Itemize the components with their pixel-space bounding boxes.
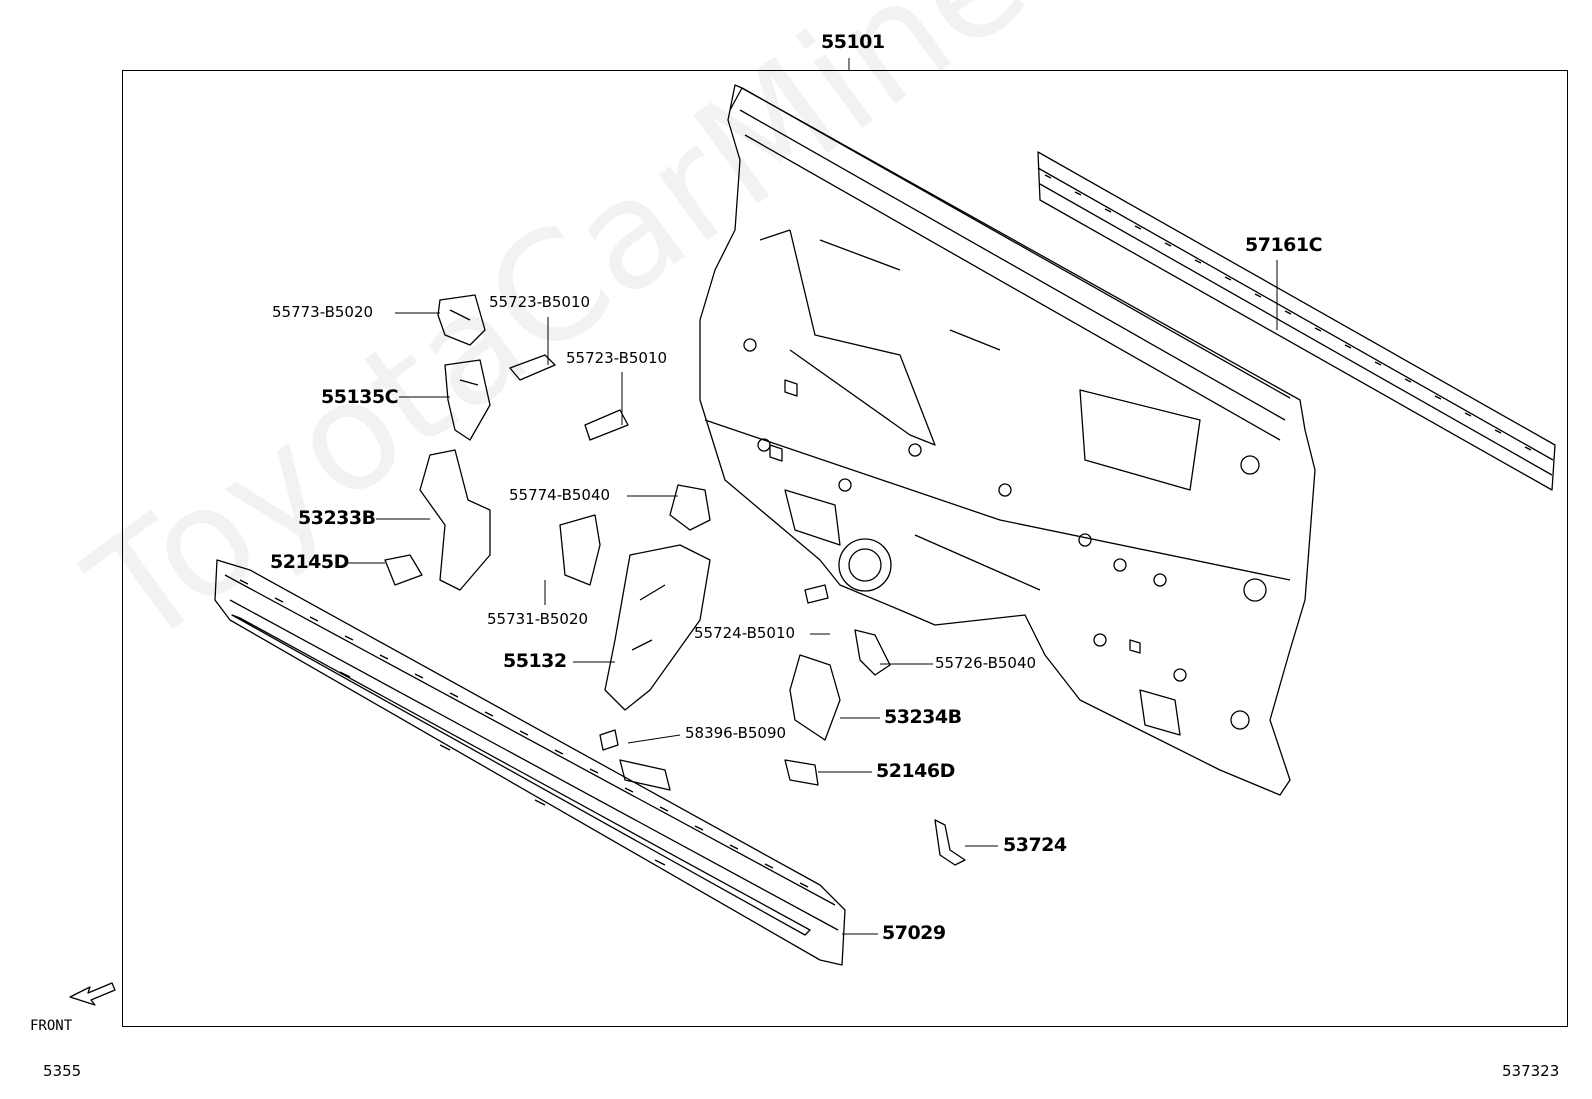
footer-left-code: 5355	[43, 1062, 82, 1080]
leader-lines	[345, 58, 1278, 935]
label-55724-b5010: 55724-B5010	[694, 624, 796, 642]
label-55731-b5020: 55731-B5020	[487, 610, 589, 628]
label-55723-b5010-b: 55723-B5010	[566, 349, 668, 367]
label-55135c: 55135C	[321, 386, 399, 408]
diagram-frame	[122, 70, 1568, 1027]
label-55723-b5010-a: 55723-B5010	[489, 293, 591, 311]
label-52145d: 52145D	[270, 551, 349, 573]
label-55774-b5040: 55774-B5040	[509, 486, 611, 504]
label-55132: 55132	[503, 650, 567, 672]
footer-right-code: 537323	[1502, 1062, 1560, 1080]
label-55101: 55101	[821, 31, 885, 53]
label-53724: 53724	[1003, 834, 1067, 856]
back-panel-drawing	[699, 84, 1316, 796]
label-58396-b5090: 58396-B5090	[685, 724, 787, 742]
label-53234b: 53234B	[884, 706, 962, 728]
label-57029: 57029	[882, 922, 946, 944]
label-55773-b5020: 55773-B5020	[272, 303, 374, 321]
reinforcement-57161c-drawing	[1037, 151, 1556, 491]
label-55726-b5040: 55726-B5040	[935, 654, 1037, 672]
label-57161c: 57161C	[1245, 234, 1323, 256]
small-brackets-drawing	[384, 294, 966, 866]
label-52146d: 52146D	[876, 760, 955, 782]
front-arrow-icon	[69, 982, 116, 1006]
cross-member-57029-drawing	[214, 559, 846, 966]
front-label: FRONT	[30, 1018, 73, 1034]
label-53233b: 53233B	[298, 507, 376, 529]
